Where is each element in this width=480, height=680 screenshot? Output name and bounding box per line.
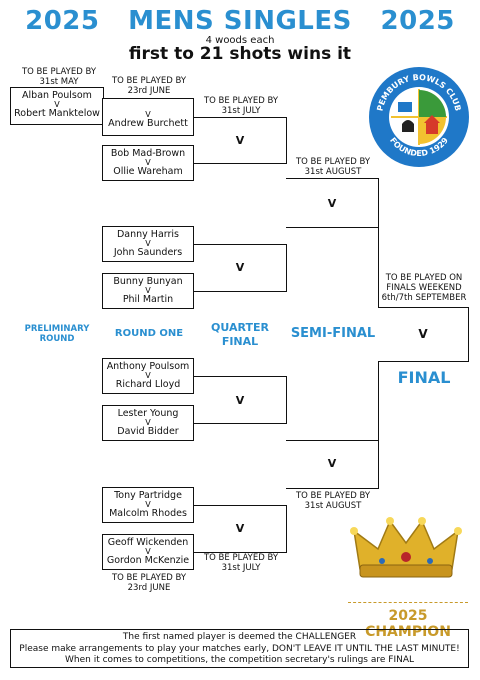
bracket-line (286, 117, 287, 164)
versus-mark: V (327, 197, 337, 210)
bracket-line (468, 307, 469, 362)
semi-deadline-bottom: TO BE PLAYED BY 31st AUGUST (295, 491, 371, 511)
church-icon (426, 122, 438, 134)
bracket-line (378, 307, 468, 308)
bracket-line (378, 440, 379, 489)
versus-mark: V (145, 547, 151, 556)
versus-mark: V (145, 418, 151, 427)
bracket-line (286, 227, 378, 228)
versus-mark: V (327, 457, 337, 470)
versus-mark: V (418, 327, 428, 341)
footer-line-2: Please make arrangements to play your ma… (19, 643, 460, 654)
player-name: Malcolm Rhodes (109, 508, 187, 519)
win-rule: first to 21 shots wins it (128, 44, 352, 64)
club-logo: PEMBURY BOWLS CLUB FOUNDED 1929 (369, 67, 469, 167)
semi-deadline-top: TO BE PLAYED BY 31st AUGUST (295, 157, 371, 177)
label-round-one: ROUND ONE (114, 328, 184, 339)
champion-divider (348, 602, 468, 603)
player-name: Tony Partridge (114, 490, 182, 501)
bracket-line (194, 117, 286, 118)
bracket-line (194, 163, 286, 164)
player-name: Bunny Bunyan (113, 276, 183, 287)
player-name: Bob Mad-Brown (110, 148, 186, 159)
church-roof-icon (424, 115, 440, 123)
bracket-line (378, 361, 468, 362)
final-deadline: TO BE PLAYED ON FINALS WEEKEND 6th/7th S… (381, 273, 467, 303)
bracket-line (286, 244, 287, 292)
round-one-match-2: Bob Mad-Brown V Ollie Wareham (102, 145, 194, 181)
player-name: Andrew Burchett (108, 118, 188, 129)
player-name: Phil Martin (122, 294, 174, 305)
quarter-deadline-bottom: TO BE PLAYED BY 31st JULY (203, 553, 279, 573)
player-name: Anthony Poulsom (106, 361, 190, 372)
round-one-match-3: Danny Harris V John Saunders (102, 226, 194, 262)
champion-label: 2025 CHAMPION (365, 608, 451, 640)
bracket-line (194, 505, 286, 506)
footer-line-1: The first named player is deemed the CHA… (122, 632, 357, 642)
versus-mark: V (235, 261, 245, 274)
versus-mark: V (145, 110, 151, 119)
bracket-line (286, 488, 378, 489)
versus-mark: V (235, 134, 245, 147)
versus-mark: V (54, 100, 60, 109)
bracket-line (378, 361, 379, 441)
bracket-line (286, 505, 287, 553)
bracket-line (378, 178, 379, 228)
player-name: Lester Young (117, 408, 179, 419)
label-semi-final: SEMI-FINAL (290, 326, 376, 341)
player-name: Geoff Wickenden (107, 537, 189, 548)
bowler-icon (402, 120, 414, 132)
page-title: 2025 MENS SINGLES 2025 (25, 6, 455, 36)
label-preliminary-round: PRELIMINARY ROUND (24, 324, 90, 344)
bracket-line (194, 423, 286, 424)
footer-notice: The first named player is deemed the CHA… (10, 629, 469, 668)
round-one-match-8: Geoff Wickenden V Gordon McKenzie (102, 534, 194, 570)
bracket-line (286, 376, 287, 424)
bracket-line (194, 376, 286, 377)
label-quarter-final: QUARTER FINAL (211, 321, 269, 348)
round-one-match-7: Tony Partridge V Malcolm Rhodes (102, 487, 194, 523)
round-one-match-1: V Andrew Burchett (102, 98, 194, 136)
woods-note: 4 woods each (205, 35, 275, 46)
versus-mark: V (145, 371, 151, 380)
player-name: David Bidder (117, 426, 179, 437)
label-final: FINAL (397, 368, 451, 387)
player-name: John Saunders (113, 247, 183, 258)
bracket-line (194, 244, 286, 245)
crown-icon (350, 517, 462, 578)
building-icon (398, 102, 412, 112)
versus-mark: V (145, 500, 151, 509)
round-one-match-6: Lester Young V David Bidder (102, 405, 194, 441)
round-one-deadline-bottom: TO BE PLAYED BY 23rd JUNE (111, 573, 187, 593)
bracket-line (286, 440, 378, 441)
player-name: Robert Manktelow (14, 108, 100, 119)
versus-mark: V (235, 394, 245, 407)
player-name: Ollie Wareham (113, 166, 183, 177)
player-name: Richard Lloyd (115, 379, 181, 390)
round-one-match-4: Bunny Bunyan V Phil Martin (102, 273, 194, 309)
quarter-deadline-top: TO BE PLAYED BY 31st JULY (203, 96, 279, 116)
bracket-line (194, 291, 286, 292)
player-name: Gordon McKenzie (106, 555, 190, 566)
versus-mark: V (145, 158, 151, 167)
versus-mark: V (235, 522, 245, 535)
prelim-deadline: TO BE PLAYED BY 31st MAY (21, 67, 97, 87)
prelim-match: Alban Poulsom V Robert Manktelow (10, 87, 104, 125)
footer-line-3: When it comes to competitions, the compe… (64, 655, 414, 665)
bracket-line (194, 552, 286, 553)
player-name: Alban Poulsom (22, 90, 92, 101)
versus-mark: V (145, 239, 151, 248)
round-one-match-5: Anthony Poulsom V Richard Lloyd (102, 358, 194, 394)
player-name: Danny Harris (116, 229, 180, 240)
bracket-line (286, 178, 378, 179)
bracket-line (378, 228, 379, 308)
logo-quarter-green (419, 90, 446, 117)
versus-mark: V (145, 286, 151, 295)
round-one-deadline-top: TO BE PLAYED BY 23rd JUNE (111, 76, 187, 96)
